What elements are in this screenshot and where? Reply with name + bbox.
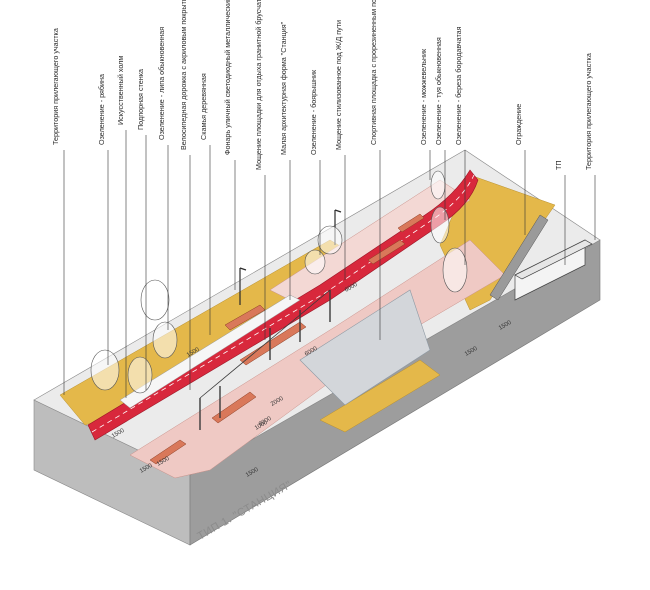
label-juniper: Озеленение - можжевельник: [419, 48, 428, 145]
label-birch: Озеленение - береза бородавчатая: [454, 26, 463, 145]
label-station-form: Малая архитектурная форма "Станция": [279, 21, 288, 155]
label-granite-paving: Мощение площадки для отдыха гранитной бр…: [254, 0, 263, 170]
label-retaining-wall: Подпорная стенка: [136, 69, 145, 130]
label-adjacent-territory-right: Территория прилегающего участка: [584, 53, 593, 170]
bench: [397, 213, 425, 233]
label-hawthorn: Озеленение - боярышник: [309, 69, 318, 155]
tree-thuja: [430, 206, 450, 244]
bench: [211, 391, 257, 424]
station-structure: [199, 289, 331, 430]
tree-juniper: [430, 170, 446, 200]
tree-hawthorn: [304, 249, 326, 275]
retaining-wall: [119, 294, 301, 409]
tree-hawthorn: [317, 225, 343, 255]
label-rail-paving: Мощение стилизованное под Ж/Д пути: [334, 20, 343, 150]
label-thuja: Озеленение - туя обыкновенная: [434, 37, 443, 145]
label-sports-ground: Спортивная площадка с прорезиненным покр…: [369, 0, 378, 145]
tree-linden: [140, 279, 170, 321]
fence: [489, 214, 549, 301]
callout-labels: Территория прилегающего участка Озеленен…: [51, 0, 593, 170]
benches: [149, 213, 425, 465]
label-adjacent-territory-left: Территория прилегающего участка: [51, 28, 60, 145]
leader-lines: [63, 130, 596, 398]
tree-rowan: [90, 349, 120, 391]
bench: [239, 321, 307, 366]
bench: [149, 439, 187, 465]
sports-ground: [299, 289, 431, 406]
bench: [367, 239, 406, 265]
tree-linden: [152, 321, 178, 359]
trees: [90, 170, 468, 394]
label-artificial-hill: Искусственный холм: [116, 56, 125, 125]
sand-zone-bottom: [319, 359, 441, 433]
label-fence: Ограждение: [514, 104, 523, 145]
label-rowan: Озеленение - рябина: [97, 74, 106, 145]
label-street-lamp: Фонарь уличный светодиодный металлически…: [223, 0, 232, 155]
tree-birch: [442, 247, 468, 293]
label-wooden-bench: Скамья деревянная: [199, 73, 208, 140]
transformer-substation: [514, 239, 593, 301]
tree-rowan: [127, 356, 153, 394]
label-substation: ТП: [554, 160, 563, 170]
label-linden: Озеленение - липа обыкновенная: [157, 27, 166, 140]
label-bike-path: Велосипедная дорожка с акриловым покрыти…: [179, 0, 188, 150]
